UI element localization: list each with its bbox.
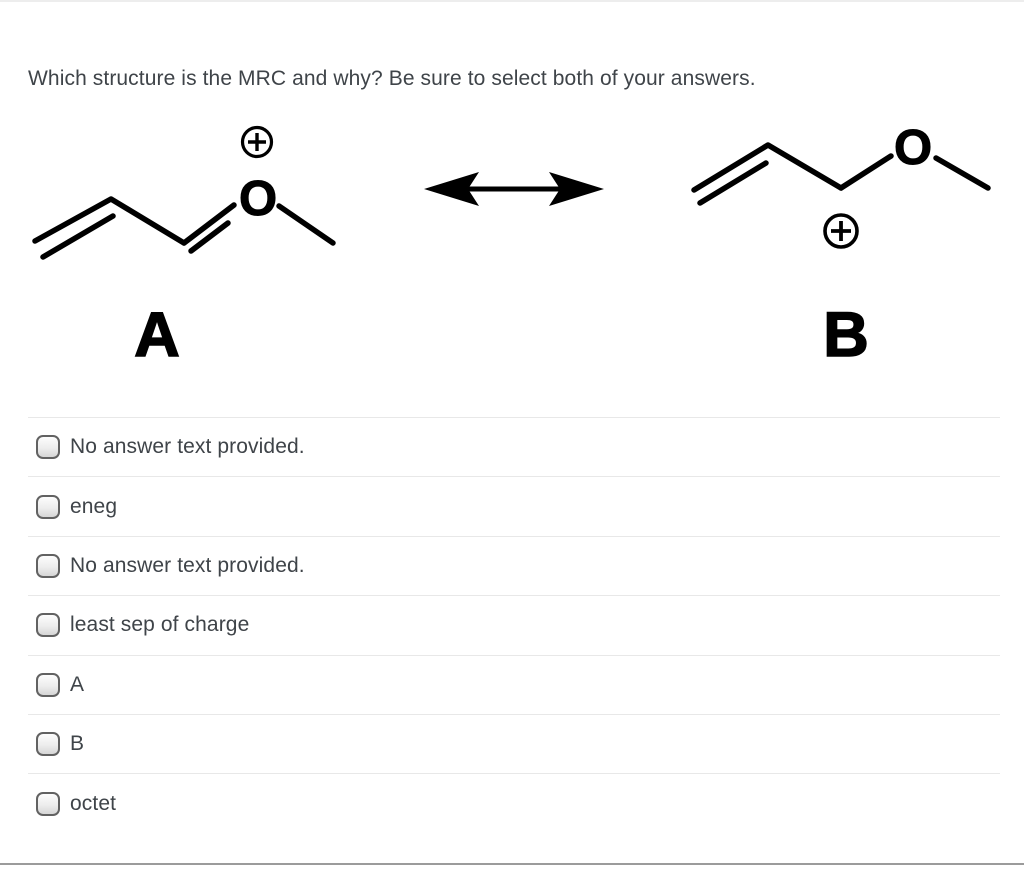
structure-label-a: A (134, 300, 180, 370)
bond-chain (32, 196, 187, 246)
answer-checkbox[interactable] (36, 732, 60, 757)
answer-option-label[interactable]: No answer text provided. (70, 435, 305, 459)
answer-checkbox[interactable] (36, 553, 60, 578)
double-bond-parallel (40, 213, 116, 260)
answer-option-row: eneg (28, 476, 1000, 535)
double-bond-parallel (697, 160, 769, 206)
plus-charge-icon-a (240, 125, 274, 159)
answer-option-label[interactable]: least sep of charge (70, 613, 250, 637)
answer-checkbox[interactable] (36, 494, 60, 519)
answer-option-label[interactable]: A (70, 672, 85, 696)
o-methyl-bond (933, 155, 991, 191)
resonance-structures-figure: O A O (32, 121, 991, 371)
answer-option-row: least sep of charge (28, 595, 1000, 654)
o-methyl-bond (276, 203, 336, 246)
answer-option-label[interactable]: No answer text provided. (70, 553, 305, 577)
structure-a: O A (32, 125, 336, 371)
answer-checkbox[interactable] (36, 613, 60, 638)
answer-options-list: No answer text provided. eneg No answer … (28, 417, 1000, 833)
c-o-double-bond-main (181, 202, 237, 246)
atom-label-oxygen-b: O (894, 121, 932, 175)
answer-option-row: No answer text provided. (28, 417, 1000, 476)
bond-chain (691, 142, 844, 193)
c-o-double-bond-parallel (188, 220, 231, 254)
answer-checkbox[interactable] (36, 791, 60, 816)
c-o-bond (838, 153, 894, 191)
answer-checkbox[interactable] (36, 435, 60, 460)
answer-option-row: No answer text provided. (28, 535, 1000, 595)
plus-charge-icon-b (823, 213, 859, 249)
answer-option-label[interactable]: eneg (70, 494, 118, 518)
answer-option-row: A (28, 654, 1000, 714)
atom-label-oxygen-a: O (239, 172, 277, 226)
answer-option-row: B (28, 713, 1000, 773)
structure-b: O B (691, 121, 991, 371)
answer-option-label[interactable]: octet (70, 791, 117, 815)
structure-label-b: B (823, 300, 869, 370)
answer-checkbox[interactable] (36, 672, 60, 697)
answer-option-row: octet (28, 773, 1000, 832)
answer-option-label[interactable]: B (70, 732, 85, 756)
question-text: Which structure is the MRC and why? Be s… (28, 67, 756, 90)
card-top-border (0, 0, 1024, 2)
resonance-arrow-icon (424, 172, 604, 206)
card-bottom-border (0, 863, 1024, 865)
